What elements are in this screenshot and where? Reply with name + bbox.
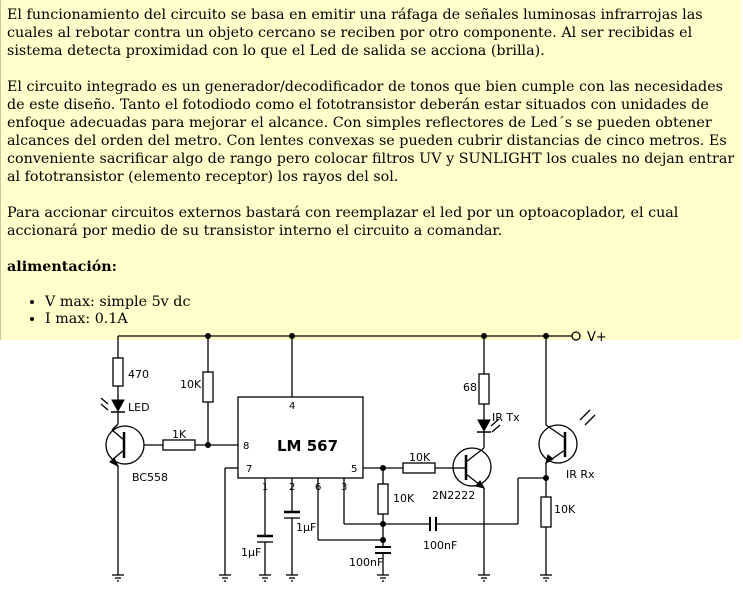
r7-label: 10K xyxy=(554,503,576,516)
c2-label: 1µF xyxy=(296,521,316,534)
c4-label: 100nF xyxy=(423,539,457,552)
circuit-schematic: V+ 470 LED 10K 1K BC558 LM 567 4 8 7 5 1… xyxy=(100,330,607,582)
c1-label: 1µF xyxy=(241,546,261,559)
spec-item-vmax: V max: simple 5v dc xyxy=(45,294,735,311)
led-label: LED xyxy=(128,401,150,414)
ir-rx-label: IR Rx xyxy=(566,468,595,481)
pin-7: 7 xyxy=(246,464,252,475)
pin-2: 2 xyxy=(289,482,295,493)
spec-list: V max: simple 5v dc I max: 0.1A xyxy=(7,294,735,328)
pin-1: 1 xyxy=(262,482,268,493)
r1-label: 470 xyxy=(128,368,149,381)
paragraph-1: El funcionamiento del circuito se basa e… xyxy=(7,7,703,59)
power-heading: alimentación: xyxy=(7,259,117,275)
r2-label: 10K xyxy=(180,378,202,391)
q2-label: 2N2222 xyxy=(432,489,475,502)
pin-3: 3 xyxy=(341,482,347,493)
r6-label: 10K xyxy=(393,492,415,505)
supply-label: V+ xyxy=(587,330,607,345)
paragraph-2: El circuito integrado es un generador/de… xyxy=(7,79,735,185)
pin-4: 4 xyxy=(289,401,295,412)
r5-label: 10K xyxy=(409,451,431,464)
q1-label: BC558 xyxy=(132,471,168,484)
article-text: El funcionamiento del circuito se basa e… xyxy=(0,0,741,340)
ic-name: LM 567 xyxy=(277,437,338,455)
pin-6: 6 xyxy=(315,482,321,493)
paragraph-3: Para accionar circuitos externos bastará… xyxy=(7,205,679,239)
pin-5: 5 xyxy=(351,464,357,475)
ir-tx-label: IR Tx xyxy=(492,411,520,424)
r3-label: 1K xyxy=(172,428,187,441)
r4-label: 68 xyxy=(463,381,477,394)
pin-8: 8 xyxy=(243,441,249,452)
c3-label: 100nF xyxy=(349,556,383,569)
spec-item-imax: I max: 0.1A xyxy=(45,311,735,328)
